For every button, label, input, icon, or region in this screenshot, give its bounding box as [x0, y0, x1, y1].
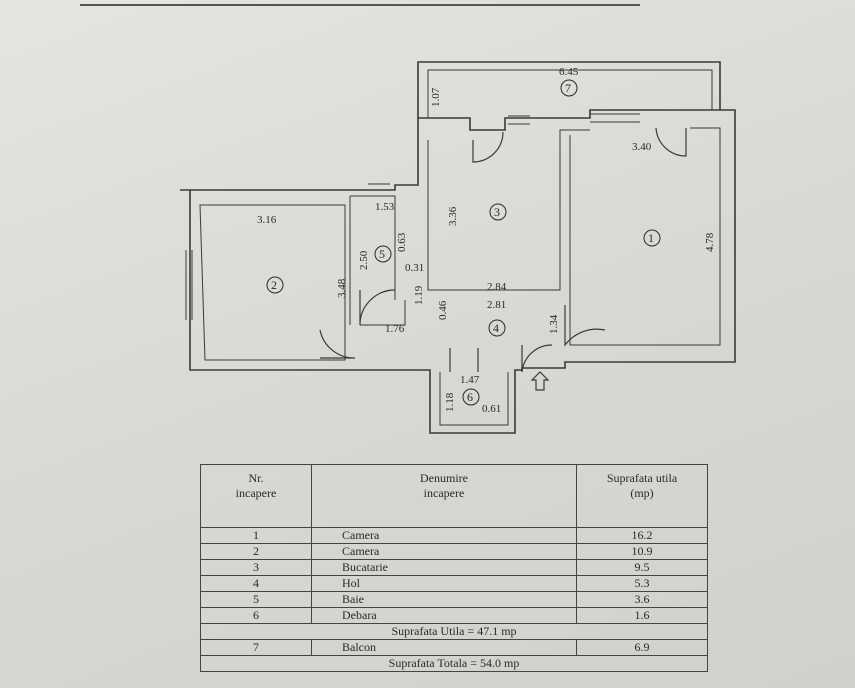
dim-room5-c: 0.63: [396, 232, 408, 252]
table-row: 4 Hol 5.3: [200, 575, 708, 592]
row-nr: 3: [200, 559, 312, 576]
row-nr: 5: [200, 591, 312, 608]
header-name-line1: Denumire: [420, 471, 468, 485]
table-row: 6 Debara 1.6: [200, 607, 708, 624]
dim-balcony-depth: 1.07: [430, 87, 442, 107]
dim-room6-c: 0.61: [482, 403, 501, 415]
dim-room5-e: 1.19: [413, 285, 425, 305]
room-7-marker: 7: [560, 79, 578, 97]
dim-room3-height: 3.36: [447, 206, 459, 226]
outer-walls: [180, 109, 736, 434]
row-name: Hol: [311, 575, 577, 592]
row-name: Baie: [311, 591, 577, 608]
row-nr: 4: [200, 575, 312, 592]
interior-walls: [349, 127, 721, 426]
room-4-number: 4: [493, 321, 499, 335]
room-4-marker: 4: [488, 319, 506, 337]
row-nr: 2: [200, 543, 312, 560]
row-name: Camera: [311, 543, 577, 560]
row-name: Debara: [311, 607, 577, 624]
row-area: 1.6: [576, 607, 708, 624]
room-2-number: 2: [271, 278, 277, 292]
room-areas-table: Nr. incapere Denumire incapere Suprafata…: [200, 464, 708, 672]
dim-room2-width: 3.16: [257, 214, 277, 226]
row-area: 3.6: [576, 591, 708, 608]
dim-room4-a: 2.84: [487, 281, 507, 293]
row-nr: 1: [200, 527, 312, 544]
dim-room5-height: 2.50: [358, 250, 370, 270]
windows: [185, 113, 640, 320]
row-name: Balcon: [311, 639, 577, 656]
row-area: 9.5: [576, 559, 708, 576]
header-area-line1: Suprafata utila: [606, 471, 678, 485]
room-1-number: 1: [648, 231, 654, 245]
row-area: 6.9: [576, 639, 708, 656]
table-row: 1 Camera 16.2: [200, 527, 708, 544]
balcony-outline: [417, 61, 721, 118]
dim-room4-c: 1.76: [385, 323, 405, 335]
row-area: 10.9: [576, 543, 708, 560]
dim-room6-width: 1.47: [460, 374, 480, 386]
dim-room1-width: 3.40: [632, 141, 652, 153]
room-2-marker: 2: [266, 276, 284, 294]
header-nr: Nr. incapere: [200, 464, 312, 528]
room-6-marker: 6: [462, 388, 480, 406]
row-nr: 6: [200, 607, 312, 624]
header-name: Denumire incapere: [311, 464, 577, 528]
room-1-marker: 1: [643, 229, 661, 247]
row-name: Camera: [311, 527, 577, 544]
totala-total: Suprafata Totala = 54.0 mp: [200, 655, 708, 672]
dim-room5-width: 1.53: [375, 201, 395, 213]
table-row: 5 Baie 3.6: [200, 591, 708, 608]
dim-room2-height: 3.48: [336, 278, 348, 298]
header-name-line2: incapere: [423, 486, 465, 500]
totala-total-row: Suprafata Totala = 54.0 mp: [200, 655, 708, 672]
dim-room1-height: 4.78: [704, 232, 716, 252]
doors: [319, 127, 687, 373]
room-3-marker: 3: [489, 203, 507, 221]
table-row: 2 Camera 10.9: [200, 543, 708, 560]
dim-room6-height: 1.18: [444, 392, 456, 412]
row-nr: 7: [200, 639, 312, 656]
room-6-number: 6: [467, 390, 473, 404]
room-3-number: 3: [494, 205, 500, 219]
row-area: 16.2: [576, 527, 708, 544]
row-area: 5.3: [576, 575, 708, 592]
dim-room4-b: 2.81: [487, 299, 506, 311]
header-nr-line2: incapere: [235, 486, 277, 500]
dim-room4-e: 0.46: [437, 300, 449, 320]
table-row: 3 Bucatarie 9.5: [200, 559, 708, 576]
table-header-row: Nr. incapere Denumire incapere Suprafata…: [200, 464, 708, 528]
header-area: Suprafata utila (mp): [576, 464, 708, 528]
entrance-arrow-icon: [530, 371, 550, 391]
utila-total-row: Suprafata Utila = 47.1 mp: [200, 623, 708, 640]
header-nr-line1: Nr.: [248, 471, 264, 485]
floor-plan: 1 2 3 4 5 6 7 3.40 4.78 3.16 3.48 3.36 2…: [180, 61, 736, 434]
top-border-line: [80, 0, 640, 6]
dim-room4-d: 1.34: [548, 314, 560, 334]
dim-room5-d: 0.31: [405, 262, 424, 274]
utila-total: Suprafata Utila = 47.1 mp: [200, 623, 708, 640]
room-5-marker: 5: [374, 245, 392, 263]
row-name: Bucatarie: [311, 559, 577, 576]
room-7-number: 7: [565, 81, 571, 95]
room-5-number: 5: [379, 247, 385, 261]
dim-balcony-width: 6.45: [559, 66, 579, 78]
table-row: 7 Balcon 6.9: [200, 639, 708, 656]
header-area-line2: (mp): [630, 486, 654, 500]
